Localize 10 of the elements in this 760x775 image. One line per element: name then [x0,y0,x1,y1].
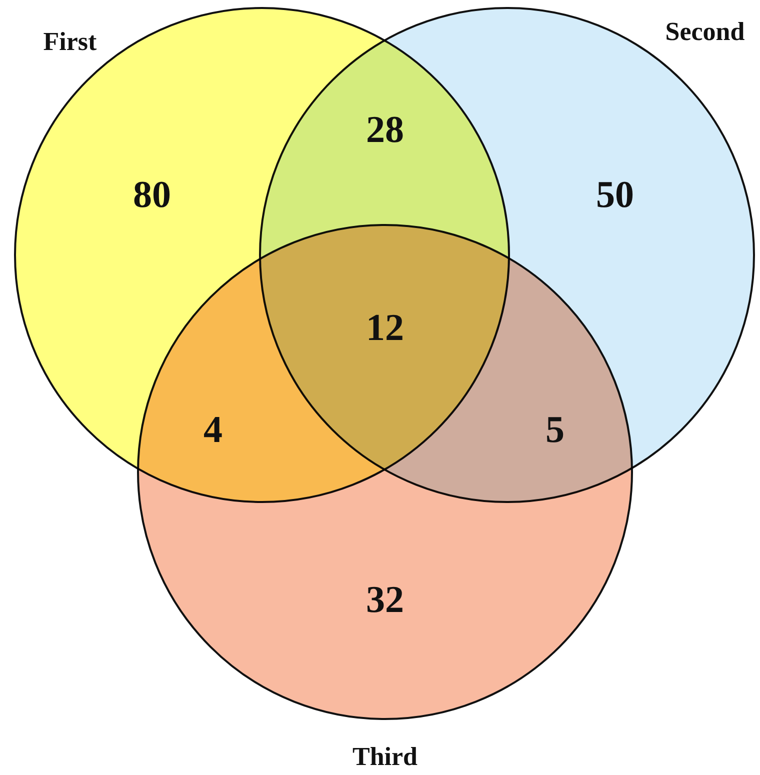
set-label: Second [665,19,745,45]
set-label: First [43,29,97,55]
region-count: 32 [366,581,404,619]
region-count: 12 [366,309,404,347]
region-count: 50 [596,176,634,214]
region-count: 5 [546,411,564,449]
region-count: 80 [133,176,171,214]
region-count: 4 [204,411,222,449]
region-count: 28 [366,111,404,149]
set-label: Third [352,744,418,770]
